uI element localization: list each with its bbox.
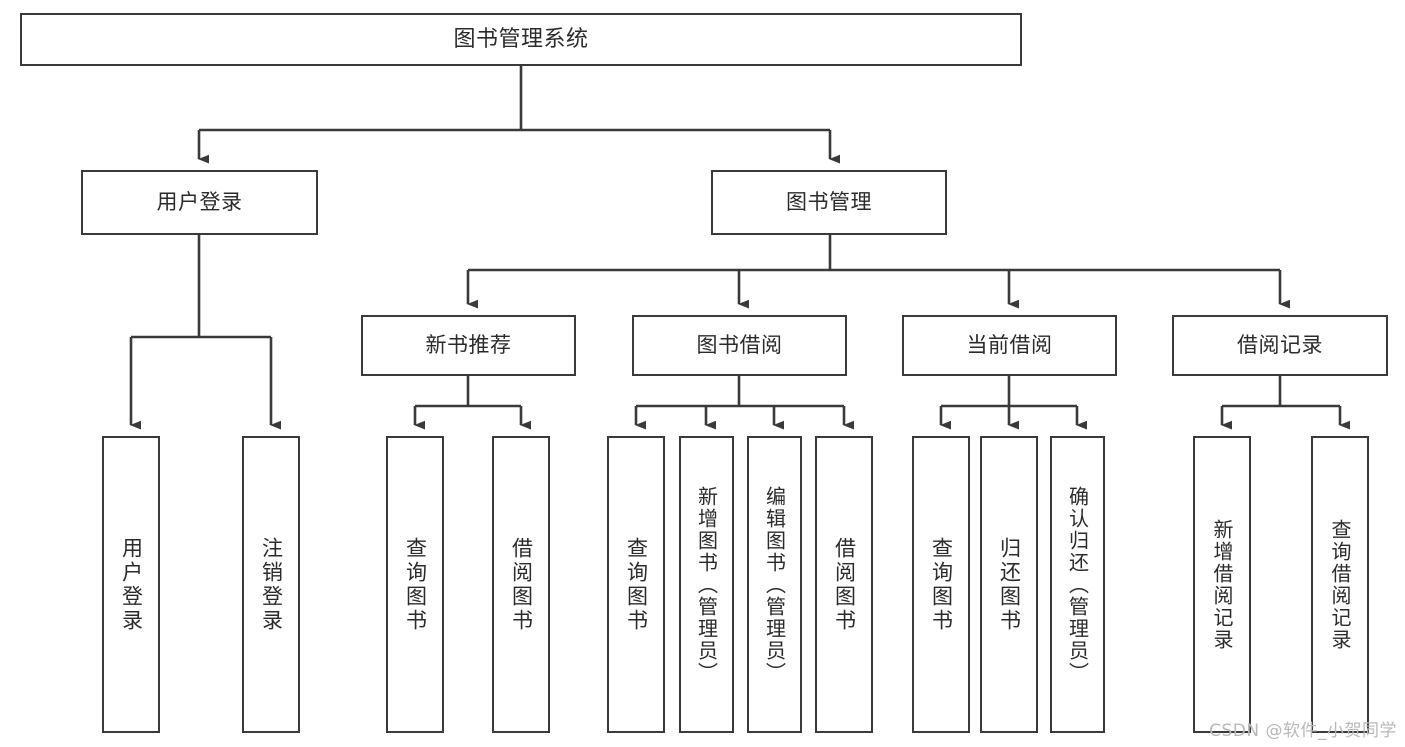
leaf-edit-book[interactable]: 编辑图书（管理员） [747, 436, 802, 733]
leaf-confirm-return[interactable]: 确认归还（管理员） [1050, 436, 1105, 733]
leaf-confirm-return-label: 确认归还（管理员） [1065, 485, 1090, 684]
leaf-add-book[interactable]: 新增图书（管理员） [679, 436, 734, 733]
node-new-book-recommend-label: 新书推荐 [425, 333, 512, 358]
leaf-query-borrow-record-label: 查询借阅记录 [1328, 518, 1352, 651]
leaf-user-login[interactable]: 用户登录 [102, 436, 160, 733]
watermark: CSDN @软件_小贺同学 [1209, 721, 1397, 741]
leaf-borrow-book-2-label: 借阅图书 [832, 536, 857, 633]
leaf-add-borrow-record-label: 新增借阅记录 [1210, 518, 1234, 651]
node-current-borrow-label: 当前借阅 [966, 333, 1053, 358]
leaf-query-book-1-label: 查询图书 [403, 536, 428, 633]
leaf-add-borrow-record[interactable]: 新增借阅记录 [1193, 436, 1251, 733]
leaf-add-book-label: 新增图书（管理员） [694, 485, 719, 684]
leaf-borrow-book-1-label: 借阅图书 [509, 536, 534, 633]
node-book-management-label: 图书管理 [786, 190, 872, 215]
node-current-borrow[interactable]: 当前借阅 [902, 315, 1117, 376]
leaf-return-book[interactable]: 归还图书 [980, 436, 1038, 733]
node-book-borrow[interactable]: 图书借阅 [632, 315, 847, 376]
leaf-edit-book-label: 编辑图书（管理员） [762, 485, 787, 684]
leaf-return-book-label: 归还图书 [997, 536, 1022, 633]
leaf-user-login-label: 用户登录 [119, 536, 144, 633]
node-book-management[interactable]: 图书管理 [711, 170, 947, 235]
leaf-query-book-2[interactable]: 查询图书 [607, 436, 665, 733]
leaf-query-book-3[interactable]: 查询图书 [912, 436, 970, 733]
leaf-query-book-2-label: 查询图书 [624, 536, 649, 633]
leaf-query-book-1[interactable]: 查询图书 [386, 436, 444, 733]
node-borrow-record[interactable]: 借阅记录 [1172, 315, 1388, 376]
leaf-query-borrow-record[interactable]: 查询借阅记录 [1311, 436, 1369, 733]
leaf-query-book-3-label: 查询图书 [929, 536, 954, 633]
node-book-borrow-label: 图书借阅 [696, 333, 783, 358]
node-new-book-recommend[interactable]: 新书推荐 [361, 315, 576, 376]
leaf-borrow-book-1[interactable]: 借阅图书 [492, 436, 550, 733]
node-user-login[interactable]: 用户登录 [81, 170, 318, 235]
node-user-login-label: 用户登录 [156, 190, 243, 215]
leaf-logout-login-label: 注销登录 [259, 536, 284, 633]
leaf-borrow-book-2[interactable]: 借阅图书 [815, 436, 873, 733]
node-root[interactable]: 图书管理系统 [20, 13, 1022, 66]
leaf-logout-login[interactable]: 注销登录 [242, 436, 300, 733]
node-borrow-record-label: 借阅记录 [1237, 333, 1323, 358]
node-root-label: 图书管理系统 [453, 26, 589, 52]
